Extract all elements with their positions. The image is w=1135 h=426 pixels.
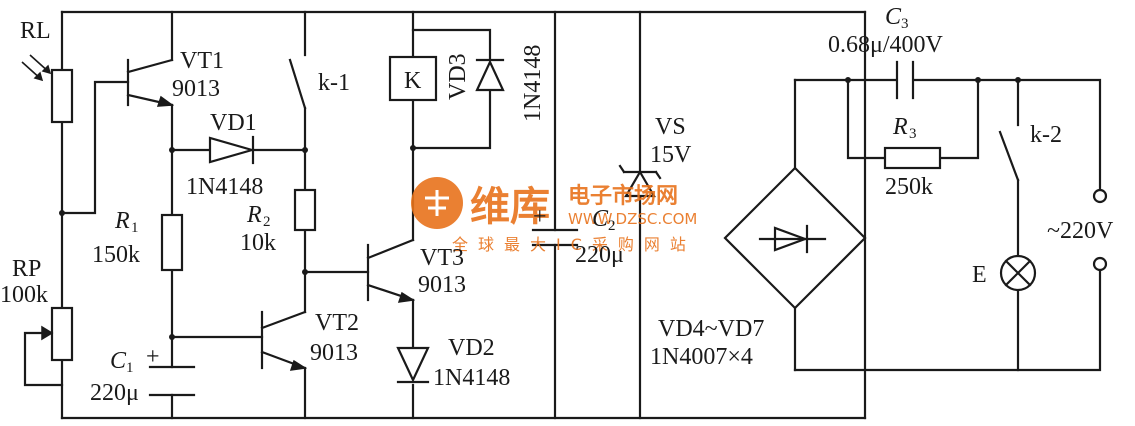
junctions (59, 77, 1021, 340)
label-r1-name: R (114, 208, 130, 234)
label-vt1-name: VT1 (180, 48, 224, 74)
label-rp-name: RP (12, 256, 41, 282)
resistor-r1 (160, 213, 184, 272)
watermark-brand: 维库 (470, 184, 550, 230)
lamp-e (999, 254, 1037, 292)
label-r2-value: 10k (240, 230, 276, 256)
diode-vd3 (475, 58, 505, 92)
label-c2-plus: + (533, 204, 547, 230)
label-r3-value: 250k (885, 174, 933, 200)
junction (975, 77, 981, 83)
label-rl: RL (20, 18, 51, 44)
label-mains: ~220V (1047, 218, 1114, 244)
capacitor-c2 (531, 228, 579, 247)
label-vd3: VD3 (445, 53, 471, 100)
watermark-tagline: 电子市场网 (568, 183, 678, 209)
photoresistor-rl (21, 54, 74, 124)
label-vd1-type: 1N4148 (186, 174, 263, 200)
label-c1-value: 220μ (90, 380, 139, 406)
transistor-vt1 (126, 58, 175, 107)
label-vs-name: VS (655, 114, 686, 140)
label-r2-sub: 2 (263, 214, 271, 230)
relay-coil-k (388, 55, 438, 102)
label-bridge-type: 1N4007×4 (650, 344, 753, 370)
label-lamp: E (972, 262, 987, 288)
junction (169, 147, 175, 153)
label-vt3-name: VT3 (420, 245, 464, 271)
resistor-r2 (293, 188, 317, 232)
label-vd2: VD2 (448, 335, 495, 361)
junction (1015, 77, 1021, 83)
switch-k1 (288, 58, 307, 110)
zener-vs (618, 164, 662, 198)
junction (845, 77, 851, 83)
label-vt1-type: 9013 (172, 76, 220, 102)
label-r3-sub: 3 (909, 126, 917, 142)
capacitor-c3 (895, 60, 915, 100)
watermark-url: WWW.DZSC.COM (568, 210, 697, 228)
label-vt3-type: 9013 (418, 272, 466, 298)
watermark-slogan: 全球最大IC采购网站 (452, 235, 696, 254)
label-vt2-name: VT2 (315, 310, 359, 336)
label-k1: k-1 (318, 70, 350, 96)
wires (23, 10, 1102, 420)
transistor-vt3 (366, 238, 416, 303)
junction (59, 210, 65, 216)
label-c3-value: 0.68μ/400V (828, 32, 944, 58)
label-relay: K (404, 68, 422, 94)
bridge-rectifier (723, 166, 867, 372)
label-rp-value: 100k (0, 282, 48, 308)
capacitor-c1 (148, 365, 196, 397)
transistor-vt2 (260, 310, 308, 371)
watermark: 维库 电子市场网 WWW.DZSC.COM 全球最大IC采购网站 (411, 177, 697, 254)
junction (169, 334, 175, 340)
label-c2-sub: 2 (608, 218, 616, 234)
label-vt2-type: 9013 (310, 340, 358, 366)
junction (302, 269, 308, 275)
label-c3-sub: 3 (901, 16, 909, 32)
label-c1-plus: + (146, 344, 160, 370)
resistor-r3 (883, 146, 942, 170)
label-c2-name: C (592, 206, 609, 232)
junction (410, 145, 416, 151)
label-c3-name: C (885, 4, 902, 30)
label-vd1: VD1 (210, 110, 257, 136)
label-r1-value: 150k (92, 242, 140, 268)
label-c2-value: 220μ (575, 242, 624, 268)
label-r2-name: R (246, 202, 262, 228)
label-bridge-name: VD4~VD7 (658, 316, 764, 342)
diode-vd2 (396, 346, 430, 384)
label-c1-sub: 1 (126, 360, 134, 376)
labels: RL VT1 9013 k-1 K VD3 1N4148 VD1 1N4148 … (0, 4, 1114, 406)
diode-vd1 (208, 135, 257, 165)
label-r1-sub: 1 (131, 220, 139, 236)
switch-k2 (998, 130, 1020, 182)
label-c1-name: C (110, 348, 127, 374)
junction (302, 147, 308, 153)
label-vs-value: 15V (650, 142, 692, 168)
label-k2: k-2 (1030, 122, 1062, 148)
mains-terminals (1092, 188, 1108, 272)
potentiometer-rp (41, 306, 74, 362)
label-vd2-type: 1N4148 (433, 365, 510, 391)
label-r3-name: R (892, 114, 908, 140)
label-vd3-type: 1N4148 (520, 45, 546, 122)
